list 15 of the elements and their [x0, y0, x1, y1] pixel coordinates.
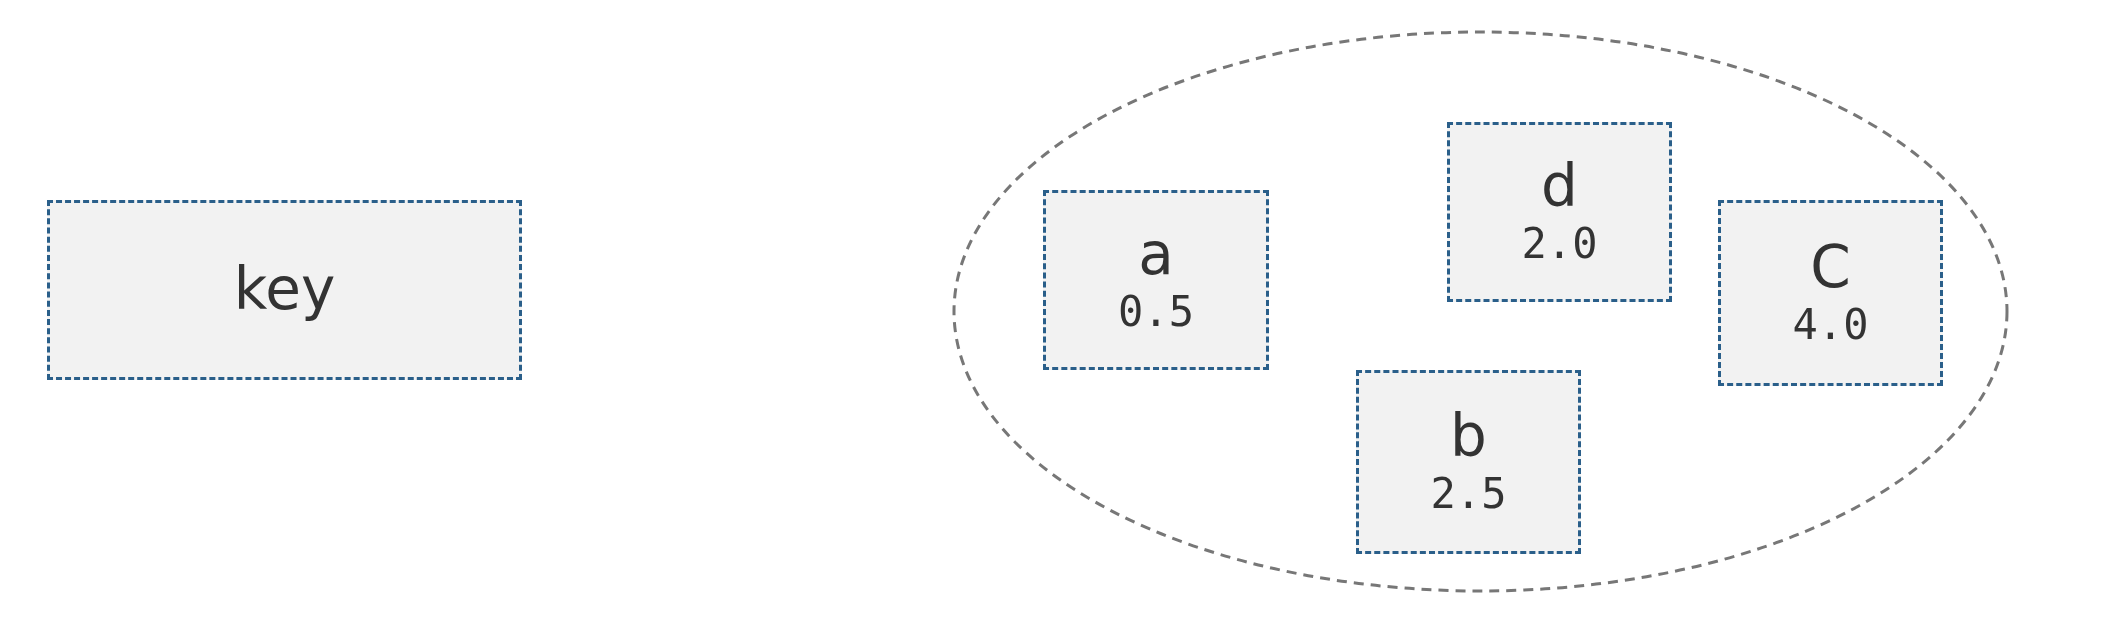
node-value: 2.0	[1521, 218, 1598, 270]
key-box	[47, 200, 522, 380]
node-name: key	[233, 258, 336, 322]
value-box	[1043, 190, 1269, 370]
dashed-ellipse	[952, 30, 2009, 593]
node-value: 0.5	[1118, 286, 1194, 338]
node-name: d	[1541, 154, 1578, 219]
value-box	[1447, 122, 1672, 302]
node-name: a	[1138, 222, 1174, 287]
value-box	[1356, 370, 1581, 554]
node-value: 4.0	[1792, 299, 1869, 351]
value-box	[1718, 200, 1943, 386]
node-name: C	[1810, 235, 1851, 300]
node-name: b	[1450, 404, 1487, 469]
node-value: 2.5	[1430, 468, 1507, 520]
